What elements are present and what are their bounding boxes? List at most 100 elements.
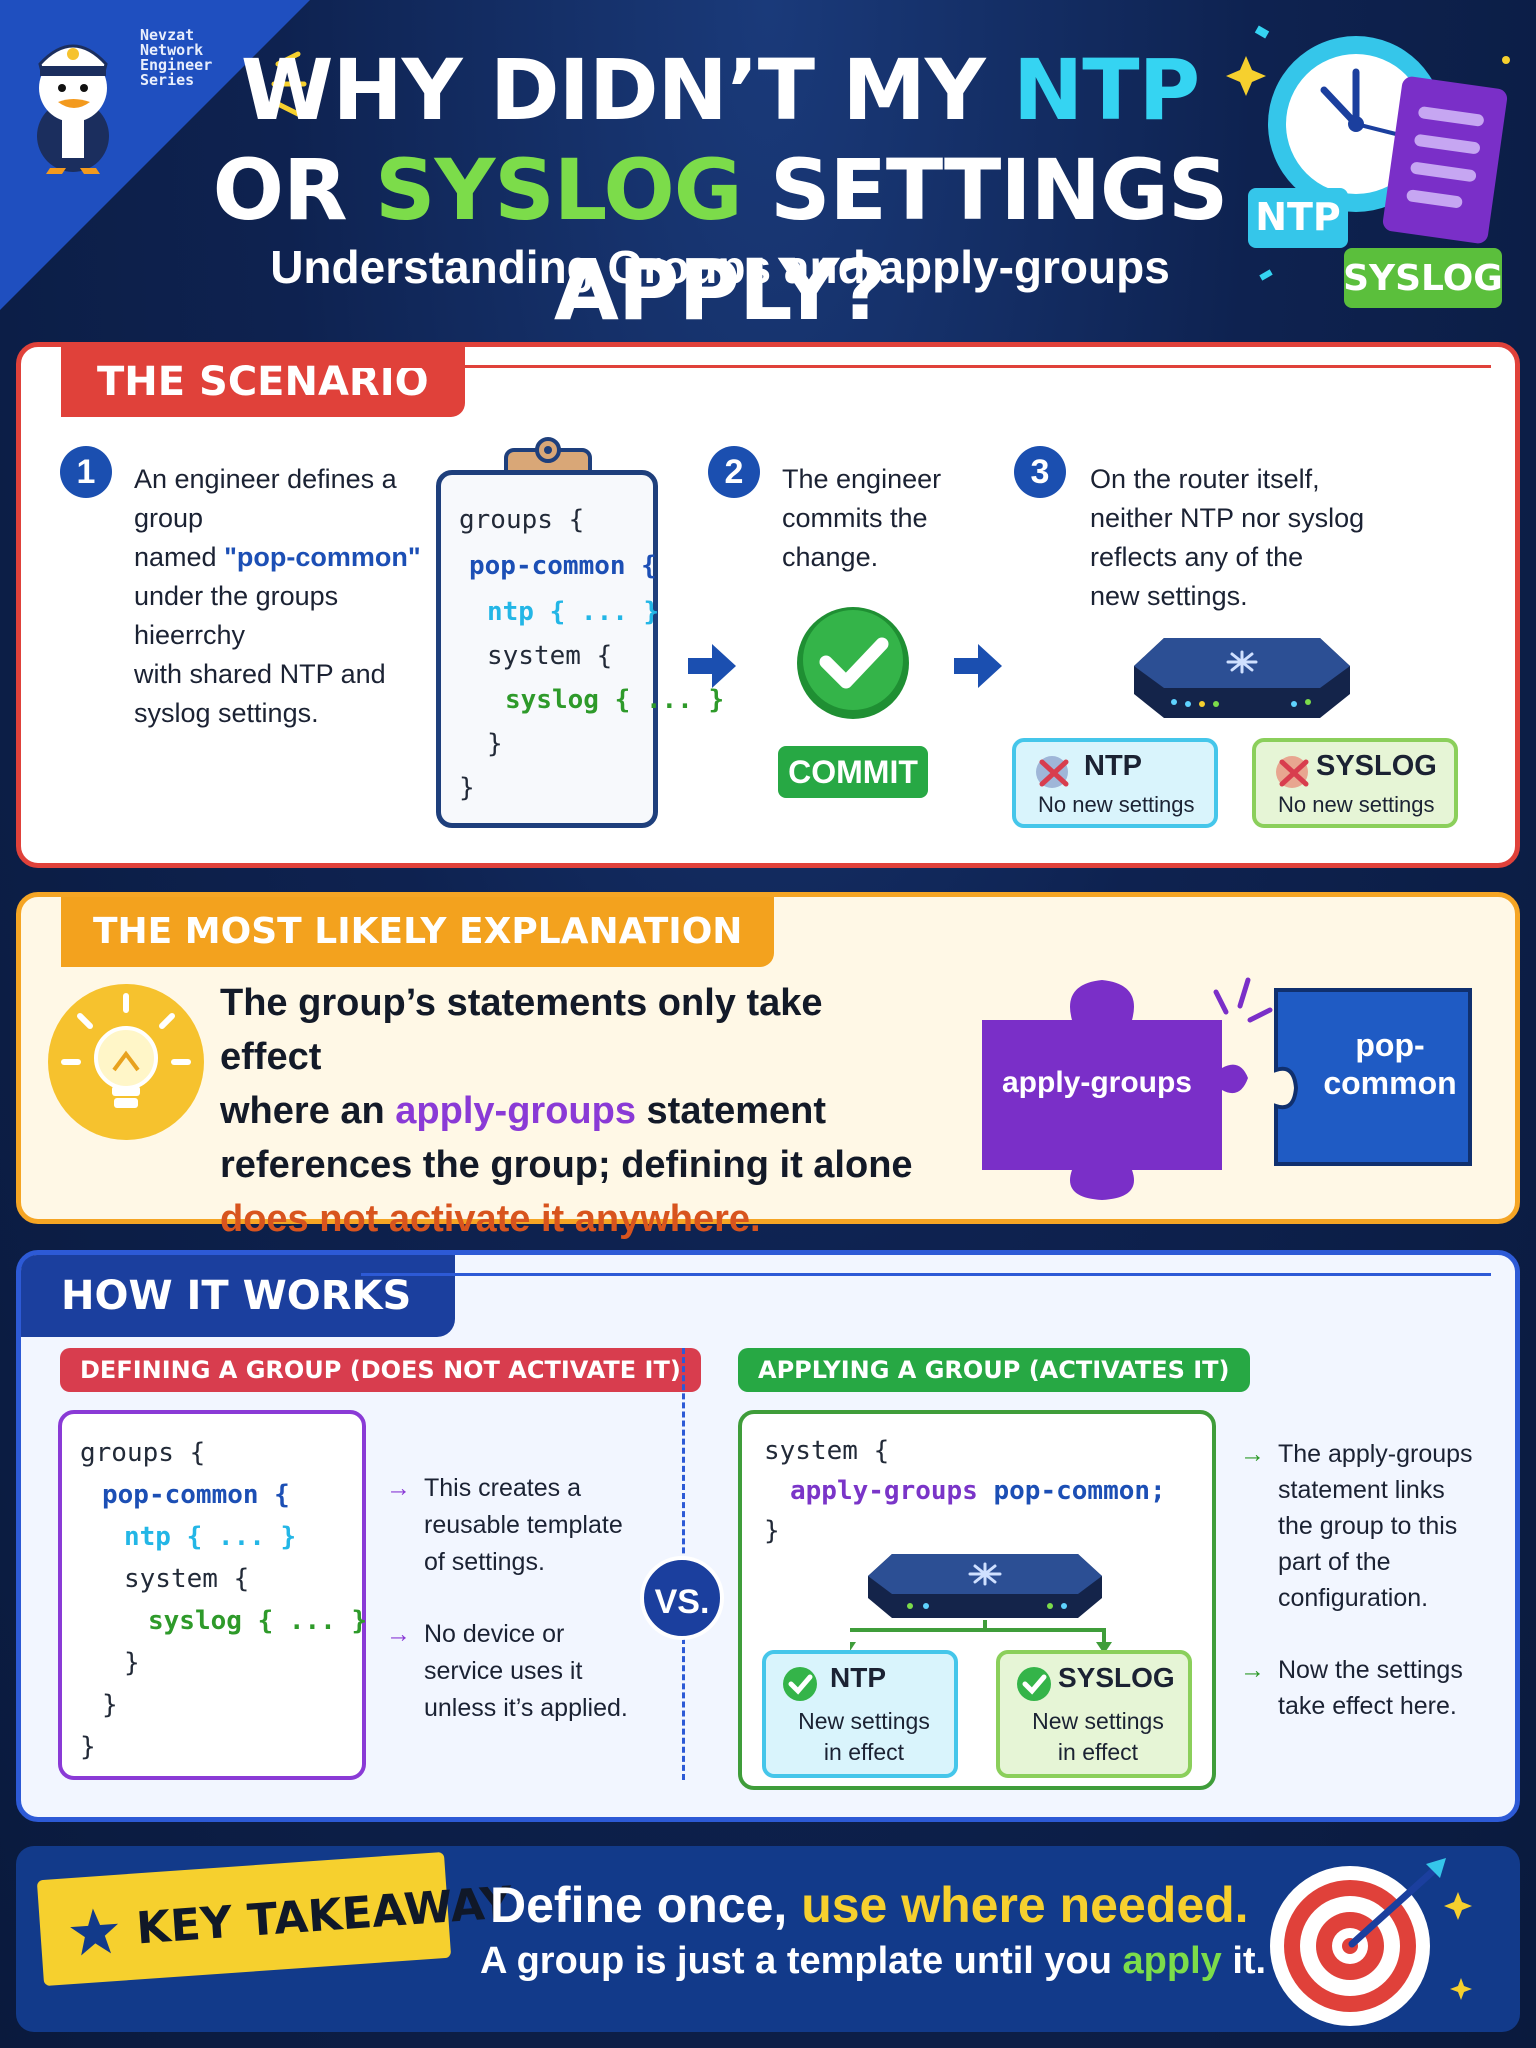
apply-bullet-1: → The apply-groups statement links the g… xyxy=(1240,1436,1508,1616)
page-title: WHY DIDN’T MY NTP OR SYSLOG SETTINGS APP… xyxy=(200,40,1240,340)
puzzle-pop-common-label: pop- common xyxy=(1300,1026,1480,1102)
step-text-line: On the router itself, xyxy=(1090,464,1320,494)
ntp-status-title: NTP xyxy=(1084,750,1142,782)
explanation-emphasis: does not activate it anywhere. xyxy=(220,1198,761,1240)
code-line: } xyxy=(764,1516,780,1546)
step-text-line: new settings. xyxy=(1090,581,1248,611)
step-number-3: 3 xyxy=(1014,446,1066,498)
check-icon xyxy=(1017,1667,1051,1701)
bullet-line: statement links xyxy=(1278,1476,1445,1504)
step-1-text: An engineer defines a group named "pop-c… xyxy=(134,460,434,733)
step-text-line: reflects any of the xyxy=(1090,542,1304,572)
syslog-status-text: No new settings xyxy=(1278,792,1435,817)
bullet-line: service uses it xyxy=(424,1657,583,1685)
star-icon xyxy=(70,1908,119,1956)
how-rule xyxy=(361,1273,1491,1276)
bullet-line: take effect here. xyxy=(1278,1692,1457,1720)
effect-line: New settings xyxy=(798,1708,930,1734)
step-text-line: The engineer xyxy=(782,464,942,494)
router-icon xyxy=(1134,638,1350,718)
step-text-line: named xyxy=(134,542,225,572)
defining-group-tag: DEFINING A GROUP (DOES NOT ACTIVATE IT) xyxy=(60,1348,701,1392)
takeaway-text: A group is just a template until you xyxy=(480,1940,1123,1982)
check-icon xyxy=(783,1667,817,1701)
check-circle-icon xyxy=(797,607,909,719)
syslog-effect-title: SYSLOG xyxy=(1058,1662,1175,1693)
bullet-line: reusable template xyxy=(424,1511,623,1539)
title-text: SETTINGS APPLY? xyxy=(553,141,1228,339)
takeaway-apply-highlight: apply xyxy=(1122,1940,1222,1982)
scenario-tag: THE SCENARIO xyxy=(61,347,465,417)
how-it-works-tag: HOW IT WORKS xyxy=(21,1255,456,1337)
code-line: } xyxy=(124,1648,140,1678)
code-line: system { xyxy=(124,1564,250,1594)
commit-badge: COMMIT xyxy=(778,746,928,798)
mascot-caption-line: Nevzat xyxy=(140,26,195,44)
explanation-text: The group’s statements only take effect … xyxy=(220,976,920,1246)
explanation-line: where an xyxy=(220,1090,396,1132)
arrow-right-icon: → xyxy=(386,1474,411,1502)
arrow-right-icon: → xyxy=(1240,1440,1265,1468)
puzzle-label-line: pop- xyxy=(1355,1027,1425,1063)
title-text: OR xyxy=(212,141,375,239)
puzzle-label-line: common xyxy=(1323,1065,1457,1101)
define-group-code: groups { pop-common { ntp { ... } system… xyxy=(58,1410,368,1780)
ntp-badge-label: NTP xyxy=(1255,195,1341,239)
step-text-line: An engineer defines a group xyxy=(134,464,397,533)
page-subtitle: Understanding Groups and apply-groups xyxy=(270,241,1170,293)
step-number-1: 1 xyxy=(60,446,112,498)
syslog-badge-label: SYSLOG xyxy=(1343,258,1503,299)
code-line: } xyxy=(459,773,475,803)
explanation-line: statement xyxy=(635,1090,827,1132)
mascot-caption-line: Network xyxy=(140,41,204,59)
group-name-highlight: "pop-common" xyxy=(224,542,421,572)
arrow-right-icon: → xyxy=(386,1620,411,1648)
bullet-line: part of the xyxy=(1278,1548,1391,1576)
takeaway-highlight: use where needed. xyxy=(801,1877,1249,1933)
code-line: groups { xyxy=(80,1438,206,1468)
bullet-line: This creates a xyxy=(424,1474,582,1502)
syslog-effect-box: SYSLOG New settings in effect xyxy=(996,1650,1192,1778)
explanation-panel: THE MOST LIKELY EXPLANATION xyxy=(16,892,1520,1224)
clock-and-log-graphic: NTP SYSLOG xyxy=(1226,25,1510,308)
ntp-status-box: NTP No new settings xyxy=(1012,738,1218,828)
syslog-status-box: SYSLOG No new settings xyxy=(1252,738,1458,828)
title-ntp-highlight: NTP xyxy=(1012,41,1200,139)
code-line: } xyxy=(487,729,503,759)
clipboard-config: groups { pop-common { ntp { ... } system… xyxy=(436,470,724,828)
step-3-text: On the router itself, neither NTP nor sy… xyxy=(1090,460,1450,616)
apply-bullet-2: → Now the settings take effect here. xyxy=(1240,1652,1508,1724)
puzzle-pieces-icon xyxy=(982,977,1472,1200)
explanation-tag: THE MOST LIKELY EXPLANATION xyxy=(61,897,775,967)
ntp-effect-text: New settings in effect xyxy=(776,1706,952,1768)
ntp-status-text: No new settings xyxy=(1038,792,1195,817)
step-text-line: syslog settings. xyxy=(134,698,319,728)
code-line: syslog { ... } xyxy=(505,685,725,715)
syslog-error-icon xyxy=(1276,756,1309,788)
group-reference: pop-common; xyxy=(977,1476,1166,1506)
code-line: ntp { ... } xyxy=(124,1522,297,1552)
sparkle-lines-icon xyxy=(271,51,307,117)
title-text: WHY DIDN’T MY xyxy=(240,41,1013,139)
step-text-line: commits the xyxy=(782,503,928,533)
step-text-line: under the groups hieerrchy xyxy=(134,581,339,650)
code-line: system { xyxy=(764,1436,890,1466)
bullet-line: of settings. xyxy=(424,1548,545,1576)
applying-group-tag: APPLYING A GROUP (ACTIVATES IT) xyxy=(738,1348,1250,1392)
arrow-right-icon: → xyxy=(1240,1656,1265,1684)
lightbulb-icon xyxy=(48,984,204,1140)
bullet-line: No device or xyxy=(424,1620,565,1648)
step-number-2: 2 xyxy=(708,446,760,498)
takeaway-subline: A group is just a template until you app… xyxy=(480,1940,1266,1983)
code-line: pop-common { xyxy=(469,551,657,581)
bullet-line: the group to this xyxy=(1278,1512,1458,1540)
step-text-line: neither NTP nor syslog xyxy=(1090,503,1365,533)
code-line: syslog { ... } xyxy=(148,1606,368,1636)
vs-badge: VS. xyxy=(640,1556,724,1640)
ntp-error-icon xyxy=(1036,756,1069,788)
target-bullseye-icon xyxy=(1270,1858,1472,2026)
scenario-rule xyxy=(351,365,1491,368)
syslog-status-title: SYSLOG xyxy=(1316,750,1437,782)
arrow-right-icon xyxy=(954,644,1002,688)
effect-line: in effect xyxy=(823,1739,905,1765)
